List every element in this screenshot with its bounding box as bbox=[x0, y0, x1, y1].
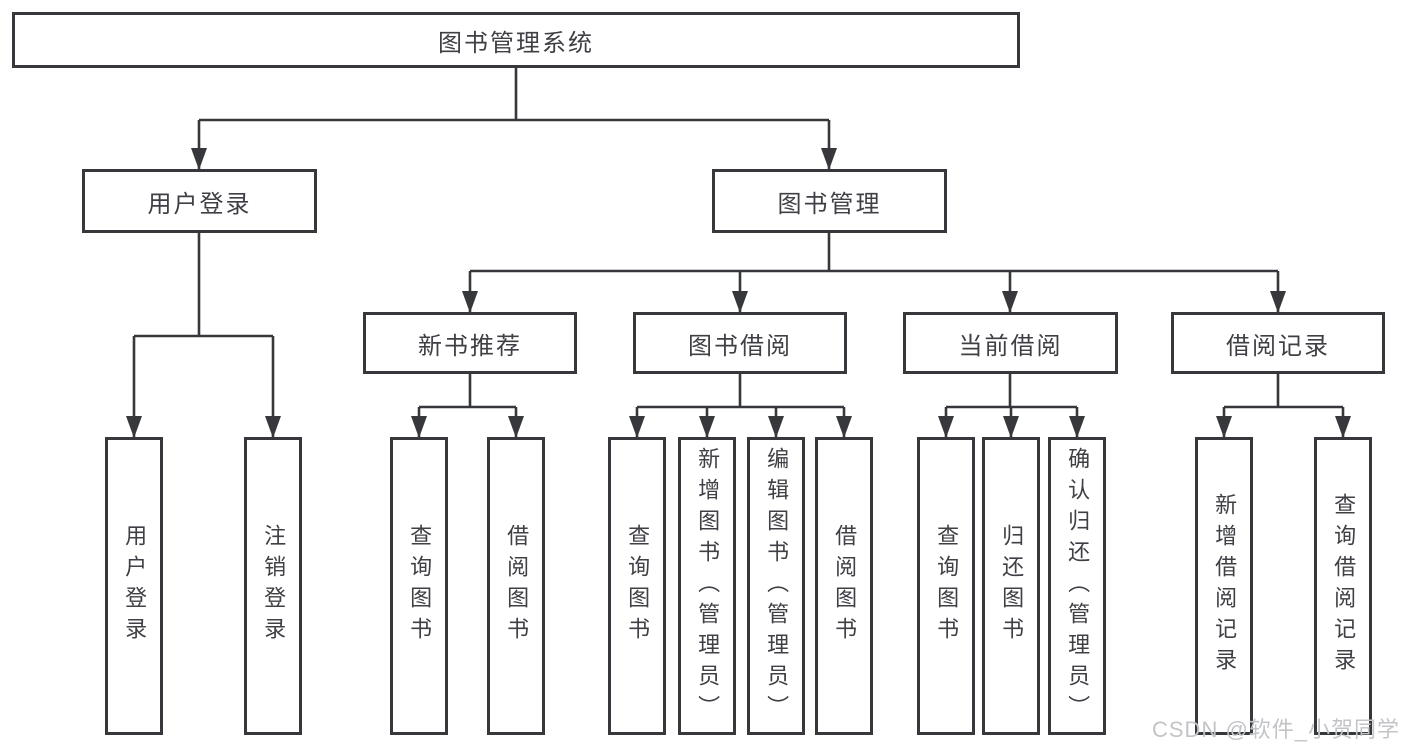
node-book-borrow: 图书借阅 bbox=[633, 312, 847, 374]
leaf-logout: 注销登录 bbox=[244, 437, 302, 735]
leaf-label: 查询图书 bbox=[934, 524, 960, 648]
leaf-recommend-query-books: 查询图书 bbox=[390, 437, 448, 735]
leaf-label: 归还图书 bbox=[999, 524, 1025, 648]
leaf-records-query-record: 查询借阅记录 bbox=[1314, 437, 1372, 735]
leaf-label: 编辑图书（管理员） bbox=[764, 446, 790, 726]
leaf-label: 注销登录 bbox=[261, 524, 287, 648]
csdn-watermark: CSDN @软件_小贺同学 bbox=[1152, 717, 1401, 742]
node-label: 图书管理 bbox=[777, 190, 882, 218]
node-label: 当前借阅 bbox=[958, 332, 1063, 360]
connector-trunks bbox=[134, 68, 1343, 409]
node-label: 新书推荐 bbox=[418, 332, 522, 360]
leaf-borrow-borrow-books: 借阅图书 bbox=[815, 437, 873, 735]
node-library-system: 图书管理系统 bbox=[12, 12, 1020, 68]
node-new-book-recommend: 新书推荐 bbox=[363, 312, 577, 374]
leaf-current-return-books: 归还图书 bbox=[982, 437, 1040, 735]
node-label: 借阅记录 bbox=[1226, 332, 1330, 360]
leaf-current-confirm-return-admin: 确认归还（管理员） bbox=[1048, 437, 1106, 735]
leaf-label: 确认归还（管理员） bbox=[1065, 446, 1091, 726]
leaf-label: 借阅图书 bbox=[504, 524, 530, 648]
node-user-login: 用户登录 bbox=[82, 169, 317, 233]
leaf-label: 用户登录 bbox=[122, 524, 148, 648]
node-label: 图书借阅 bbox=[688, 332, 792, 360]
leaf-label: 借阅图书 bbox=[832, 524, 858, 648]
leaf-borrow-query-books: 查询图书 bbox=[608, 437, 666, 735]
leaf-label: 查询图书 bbox=[407, 524, 433, 648]
leaf-borrow-add-books-admin: 新增图书（管理员） bbox=[678, 437, 736, 735]
node-label: 用户登录 bbox=[147, 190, 252, 218]
leaf-records-add-record: 新增借阅记录 bbox=[1195, 437, 1253, 735]
leaf-current-query-books: 查询图书 bbox=[917, 437, 975, 735]
leaf-label: 新增图书（管理员） bbox=[695, 446, 721, 726]
node-label: 图书管理系统 bbox=[438, 29, 594, 57]
leaf-label: 新增借阅记录 bbox=[1212, 493, 1238, 679]
node-borrow-records: 借阅记录 bbox=[1171, 312, 1385, 374]
leaf-borrow-edit-books-admin: 编辑图书（管理员） bbox=[747, 437, 805, 735]
leaf-label: 查询借阅记录 bbox=[1331, 493, 1357, 679]
node-current-borrow: 当前借阅 bbox=[903, 312, 1118, 374]
leaf-recommend-borrow-books: 借阅图书 bbox=[487, 437, 545, 735]
leaf-user-login: 用户登录 bbox=[105, 437, 163, 735]
node-book-management: 图书管理 bbox=[712, 169, 947, 233]
leaf-label: 查询图书 bbox=[625, 524, 651, 648]
